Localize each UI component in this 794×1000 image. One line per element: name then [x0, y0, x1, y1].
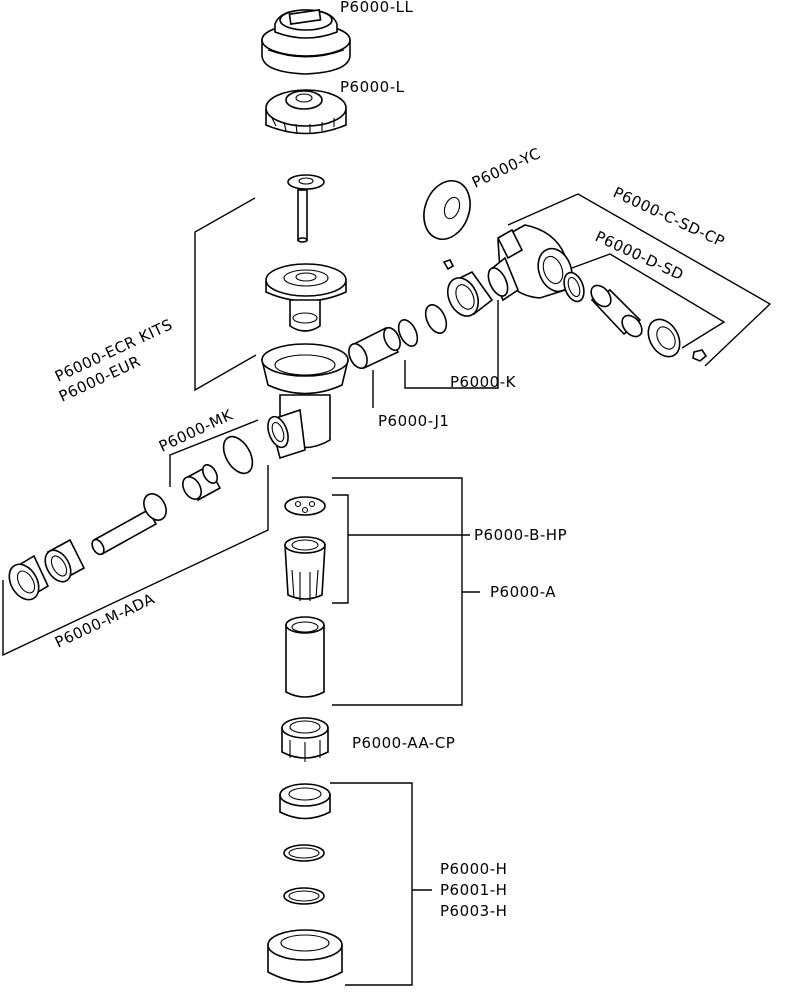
label-p6000-j1: P6000-J1	[378, 412, 449, 430]
handle-gasket-part	[222, 435, 254, 475]
label-p6000-a: P6000-A	[490, 583, 556, 601]
gasket-ring-part	[424, 304, 448, 334]
label-p6000-b-hp: P6000-B-HP	[474, 526, 567, 544]
control-stop-part	[487, 224, 573, 302]
label-p6000-k: P6000-K	[450, 373, 517, 391]
label-p6000-yc: P6000-YC	[469, 144, 543, 191]
mk-bracket	[169, 419, 259, 487]
b-hp-bracket	[332, 494, 470, 604]
spud-nut-part	[279, 783, 331, 820]
handle-nut-part	[44, 538, 86, 583]
spud-gasket-part	[283, 844, 325, 862]
handle-coupling-nut-part	[8, 554, 50, 601]
disc-part	[284, 496, 326, 516]
a-bracket	[332, 477, 480, 706]
label-p6000-m-ada: P6000-M-ADA	[52, 590, 158, 652]
escutcheon-part	[423, 180, 471, 271]
outer-cover-part	[261, 9, 351, 75]
stop-cap-part	[647, 318, 708, 362]
spud-washer-inner	[288, 890, 320, 902]
guide-part	[284, 536, 326, 601]
tailpiece-part	[348, 326, 401, 370]
stop-cartridge-part	[590, 284, 643, 338]
spud-gasket-inner	[288, 847, 320, 859]
handle-part	[91, 493, 167, 556]
c-sd-cp-bracket	[507, 193, 772, 367]
inside-cover-part	[265, 89, 347, 135]
label-p6000-ll: P6000-LL	[340, 0, 413, 16]
handle-bushing-part	[182, 464, 222, 502]
diaphragm-part	[265, 263, 347, 332]
label-p6000-l: P6000-L	[340, 78, 405, 96]
label-p6003-h: P6003-H	[440, 902, 507, 920]
h-bracket	[330, 782, 432, 986]
label-p6000-h: P6000-H	[440, 860, 507, 878]
ecr-kit-bracket	[194, 197, 257, 392]
m-ada-bracket	[2, 465, 269, 657]
sleeve-part	[285, 616, 325, 698]
outlet-coupling-part	[281, 717, 329, 762]
valve-body-part	[260, 343, 350, 460]
spud-washer-part	[283, 887, 325, 905]
coupling-nut-part	[446, 270, 494, 317]
stop-sleeve-part	[563, 271, 585, 303]
label-p6000-aa-cp: P6000-AA-CP	[352, 734, 455, 752]
relief-valve-part	[287, 174, 325, 243]
d-sd-bracket	[571, 253, 726, 349]
spud-flange-part	[267, 929, 343, 983]
label-p6001-h: P6001-H	[440, 881, 507, 899]
nut-ring-part	[397, 319, 419, 347]
k-bracket	[404, 300, 499, 389]
